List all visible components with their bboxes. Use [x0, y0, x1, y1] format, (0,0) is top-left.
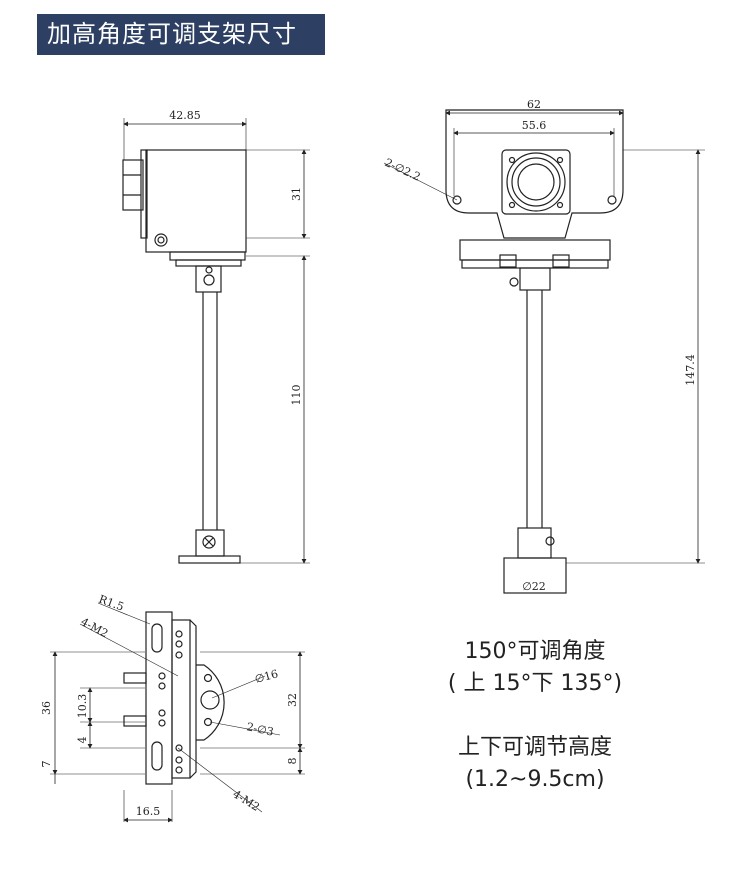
- dim-bracket-32: 32: [286, 693, 299, 707]
- page-title: 加高角度可调支架尺寸: [37, 14, 325, 55]
- angle-note-line1: 150°可调角度: [464, 639, 606, 664]
- front-view: [383, 109, 705, 594]
- dim-front-inner: 55.6: [522, 119, 547, 132]
- dim-bracket-7: 7: [40, 761, 53, 768]
- dim-bracket-m2-top: 4-M2: [79, 615, 111, 640]
- dim-bracket-8: 8: [286, 758, 299, 765]
- dim-bracket-16-5: 16.5: [136, 805, 161, 818]
- dim-base-diameter: ∅22: [522, 580, 546, 593]
- height-note-line1: 上下可调节高度: [457, 735, 612, 760]
- side-view: [122, 118, 310, 564]
- height-note: 上下可调节高度 (1.2~9.5cm): [430, 732, 640, 796]
- angle-note: 150°可调角度 ( 上 15°下 135°): [430, 636, 640, 700]
- dim-bracket-36: 36: [40, 701, 53, 715]
- dim-front-total-height: 147.4: [684, 354, 697, 386]
- dim-side-width: 42.85: [169, 109, 201, 122]
- dim-side-head-height: 31: [290, 187, 303, 201]
- bracket-view: [50, 602, 305, 823]
- dim-side-pole-height: 110: [290, 385, 303, 406]
- dim-bracket-2-d3: 2-∅3: [245, 720, 274, 738]
- dim-front-width: 62: [527, 98, 541, 111]
- dim-bracket-10-3: 10.3: [76, 694, 89, 719]
- dim-bracket-d16: ∅16: [253, 667, 279, 686]
- dim-bracket-4: 4: [76, 737, 89, 744]
- dim-bracket-radius: R1.5: [97, 593, 126, 614]
- angle-note-line2: ( 上 15°下 135°): [447, 671, 623, 696]
- height-note-line2: (1.2~9.5cm): [465, 767, 605, 792]
- dim-front-hole: 2-∅2.2: [383, 156, 423, 184]
- dim-bracket-m2-bottom: 4-M2: [230, 788, 261, 814]
